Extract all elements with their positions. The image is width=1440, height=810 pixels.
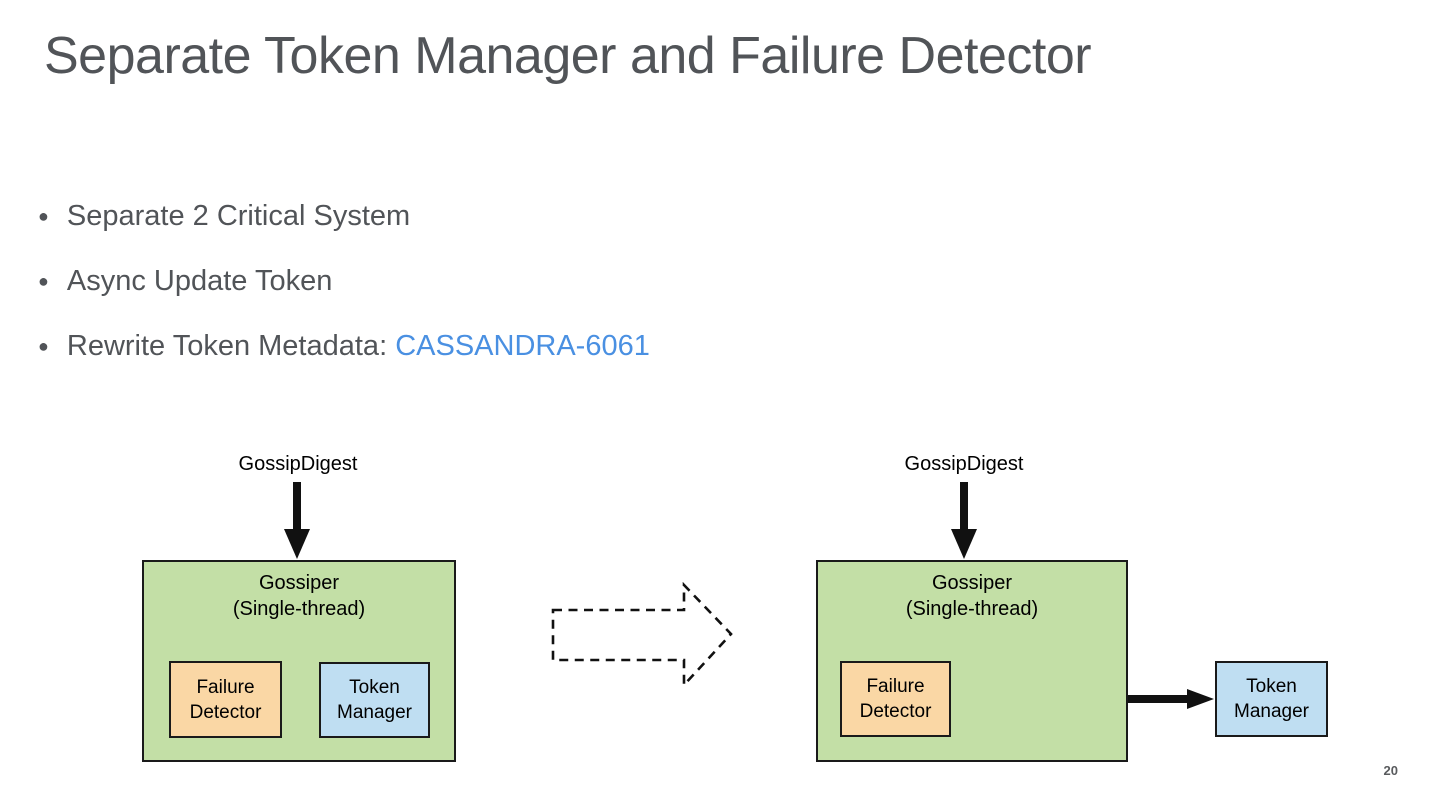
bullet-text-prefix: Rewrite Token Metadata: bbox=[66, 330, 396, 362]
gossiper-box-title: Gossiper (Single-thread) bbox=[818, 570, 1126, 622]
failure-detector-box-after: Failure Detector bbox=[840, 661, 951, 737]
bullet-text: Separate 2 Critical System bbox=[66, 200, 411, 232]
gossiper-title-line1: Gossiper bbox=[258, 572, 340, 594]
bullet-dot-icon: ● bbox=[38, 271, 49, 291]
bullet-dot-icon: ● bbox=[38, 206, 49, 226]
token-manager-box-after: Token Manager bbox=[1215, 661, 1328, 737]
token-manager-label-line2: Manager bbox=[1234, 701, 1309, 722]
failure-detector-box-before: Failure Detector bbox=[169, 661, 282, 738]
down-arrow-icon bbox=[951, 482, 977, 559]
bullet-text: Async Update Token bbox=[66, 265, 333, 297]
bullet-dot-icon: ● bbox=[38, 336, 49, 356]
slide-title: Separate Token Manager and Failure Detec… bbox=[44, 27, 1092, 85]
bullet-item: ● Rewrite Token Metadata: CASSANDRA-6061 bbox=[38, 328, 650, 364]
failure-detector-label-line1: Failure bbox=[866, 676, 925, 697]
page-number: 20 bbox=[1383, 763, 1398, 778]
token-manager-label-line2: Manager bbox=[337, 702, 412, 723]
right-arrow-icon bbox=[1128, 689, 1214, 709]
token-manager-label-line1: Token bbox=[349, 677, 400, 698]
bullet-item: ● Async Update Token bbox=[38, 263, 650, 299]
bullet-list: ● Separate 2 Critical System ● Async Upd… bbox=[38, 198, 650, 393]
gossiper-box-title: Gossiper (Single-thread) bbox=[144, 570, 454, 622]
cassandra-6061-link[interactable]: CASSANDRA-6061 bbox=[395, 330, 650, 362]
gossiper-title-line1: Gossiper bbox=[931, 572, 1013, 594]
gossiper-title-line2: (Single-thread) bbox=[905, 598, 1039, 620]
gossip-digest-label-before: GossipDigest bbox=[238, 453, 358, 475]
gossiper-box-before: Gossiper (Single-thread) Failure Detecto… bbox=[142, 560, 456, 762]
gossiper-title-line2: (Single-thread) bbox=[232, 598, 366, 620]
token-manager-box-before: Token Manager bbox=[319, 662, 430, 738]
down-arrow-icon bbox=[284, 482, 310, 559]
bullet-text: Rewrite Token Metadata: CASSANDRA-6061 bbox=[67, 328, 650, 364]
failure-detector-label-line1: Failure bbox=[196, 676, 255, 698]
failure-detector-label-line2: Detector bbox=[189, 701, 262, 723]
transform-arrow-icon bbox=[551, 582, 733, 688]
gossiper-box-after: Gossiper (Single-thread) Failure Detecto… bbox=[816, 560, 1128, 762]
gossip-digest-label-after: GossipDigest bbox=[904, 453, 1024, 475]
token-manager-label-line1: Token bbox=[1246, 676, 1297, 697]
bullet-item: ● Separate 2 Critical System bbox=[38, 198, 650, 234]
failure-detector-label-line2: Detector bbox=[859, 701, 932, 722]
